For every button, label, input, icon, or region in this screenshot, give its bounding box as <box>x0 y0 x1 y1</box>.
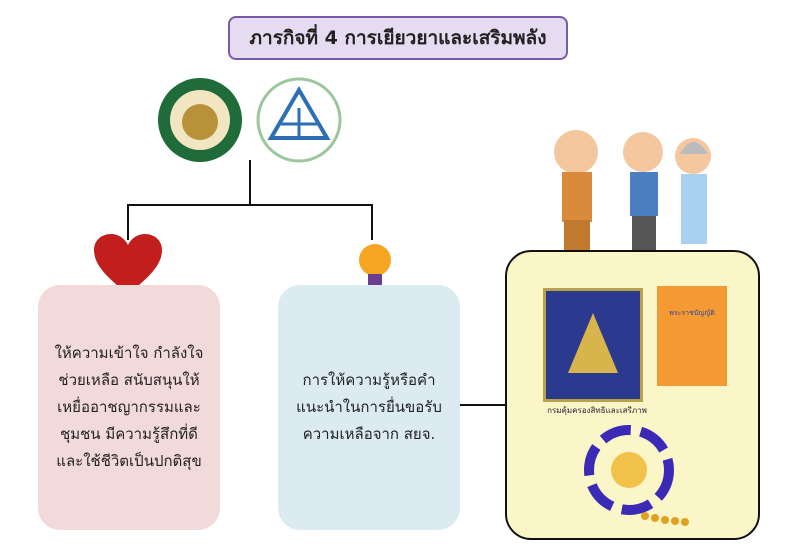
page-title: ภารกิจที่ 4 การเยียวยาและเสริมพลัง <box>228 16 568 60</box>
support-card: ให้ความเข้าใจ กำลังใจ ช่วยเหลือ สนับสนุน… <box>38 285 220 530</box>
advice-text: การให้ความรู้หรือคำแนะนำในการยื่นขอรับคว… <box>296 371 442 443</box>
rlpd-emblem <box>543 288 643 402</box>
agency-panel: กรมคุ้มครองสิทธิและเสรีภาพ พระราชบัญญัติ <box>505 250 760 540</box>
advice-card: การให้ความรู้หรือคำแนะนำในการยื่นขอรับคว… <box>278 285 460 530</box>
people-illustration <box>554 130 711 256</box>
community-justice-logo <box>256 77 342 163</box>
rlpd-caption: กรมคุ้มครองสิทธิและเสรีภาพ <box>547 406 647 415</box>
justice-fund-logo <box>584 425 689 526</box>
act-book: พระราชบัญญัติ <box>657 286 727 386</box>
support-text: ให้ความเข้าใจ กำลังใจ ช่วยเหลือ สนับสนุน… <box>54 344 204 470</box>
dla-logo <box>158 78 242 162</box>
heart-icon <box>94 234 162 294</box>
